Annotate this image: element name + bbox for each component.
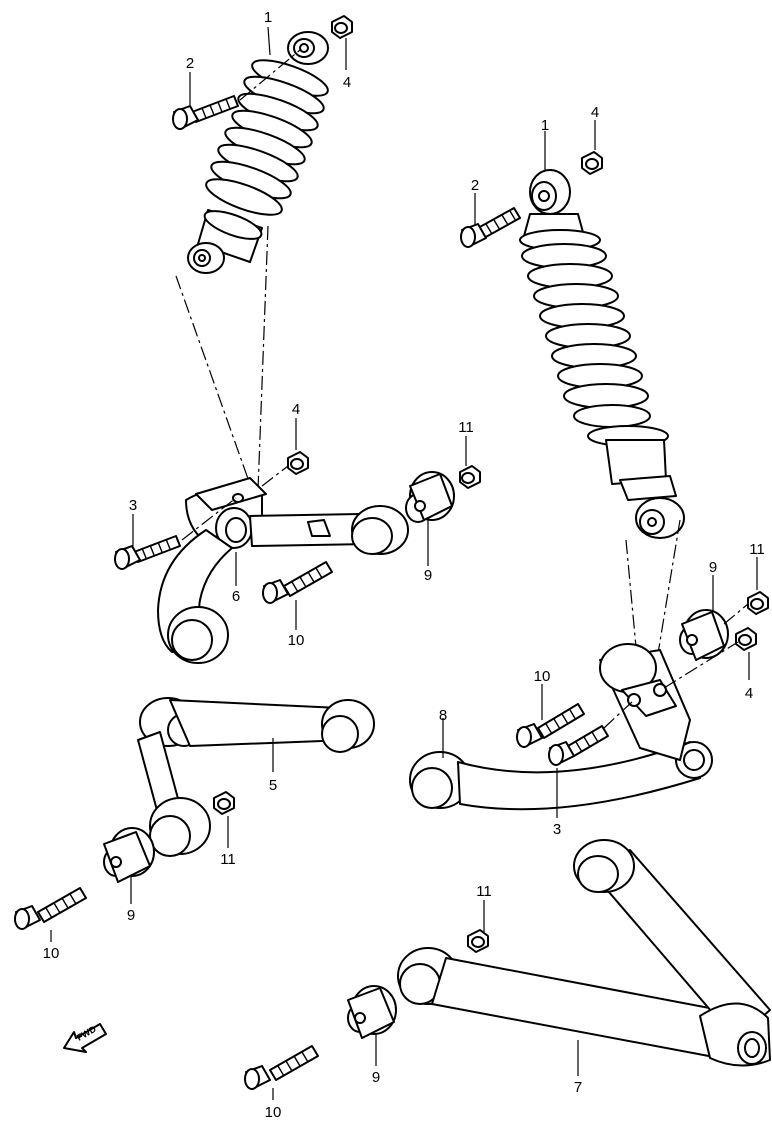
right-arm-bolt-3 xyxy=(548,725,609,766)
callout-9-left: 9 xyxy=(127,907,135,924)
left-upper-arm xyxy=(157,477,409,664)
lower-arm-nut xyxy=(467,929,489,953)
callout-11-lower: 11 xyxy=(476,883,492,900)
callout-4-top-left: 4 xyxy=(343,74,351,91)
callout-9-lower: 9 xyxy=(372,1069,380,1086)
left-arm-5 xyxy=(137,697,375,857)
right-arm-bolt-10 xyxy=(516,703,585,748)
fwd-arrow-icon: FWD xyxy=(63,1023,107,1053)
callout-3-left: 3 xyxy=(129,497,137,514)
callout-3-right: 3 xyxy=(553,821,561,838)
right-arm-nut-4 xyxy=(735,627,757,651)
left-upper-arm-bolt xyxy=(262,561,333,604)
callout-2-left: 2 xyxy=(186,55,194,72)
left-lower-nut xyxy=(213,791,235,815)
callout-11-mid: 11 xyxy=(458,419,474,436)
right-shock-spring xyxy=(521,243,651,428)
callout-1-right: 1 xyxy=(541,117,549,134)
callout-1-left: 1 xyxy=(264,9,272,26)
callout-4-top-right: 4 xyxy=(591,104,599,121)
left-upper-bush xyxy=(405,471,455,523)
callout-2-right: 2 xyxy=(471,177,479,194)
leader-lines xyxy=(50,26,758,1100)
callout-8: 8 xyxy=(439,707,447,724)
left-shock-nut xyxy=(331,15,353,39)
callout-7: 7 xyxy=(574,1079,582,1096)
lower-arm-bush xyxy=(347,985,397,1039)
callout-10-left: 10 xyxy=(43,945,60,962)
left-arm-shock-bolt xyxy=(114,535,181,570)
left-shock-upper-bolt xyxy=(172,95,239,130)
right-shock-absorber xyxy=(519,169,685,539)
right-shock-nut xyxy=(581,151,603,175)
callout-4-right: 4 xyxy=(745,685,753,702)
left-lower-bush xyxy=(103,827,155,883)
lower-arm-bolt xyxy=(244,1045,319,1090)
callout-5: 5 xyxy=(269,777,277,794)
callout-11-left: 11 xyxy=(220,851,236,868)
callout-9-mid: 9 xyxy=(424,567,432,584)
callout-9-right: 9 xyxy=(709,559,717,576)
callout-numbers: 1 2 4 4 3 6 10 11 9 1 4 2 9 11 4 10 8 3 … xyxy=(43,9,765,1121)
left-shock-spring xyxy=(205,59,329,216)
callout-10-lower: 10 xyxy=(265,1104,282,1121)
right-shock-upper-bolt xyxy=(460,207,521,248)
left-mount-nut xyxy=(287,451,309,475)
right-arm-nut-11 xyxy=(747,591,769,615)
callout-4-mid-left: 4 xyxy=(292,401,300,418)
left-lower-bolt xyxy=(14,887,87,930)
callout-10-right: 10 xyxy=(534,668,551,685)
lower-arm-7 xyxy=(397,839,771,1067)
left-shock-absorber xyxy=(187,31,329,274)
callout-6: 6 xyxy=(232,588,240,605)
left-upper-nut xyxy=(459,465,481,489)
callout-10-mid: 10 xyxy=(288,632,305,649)
callout-11-right: 11 xyxy=(749,541,765,558)
right-arm-bush xyxy=(679,609,729,661)
right-arm-8 xyxy=(409,643,713,811)
